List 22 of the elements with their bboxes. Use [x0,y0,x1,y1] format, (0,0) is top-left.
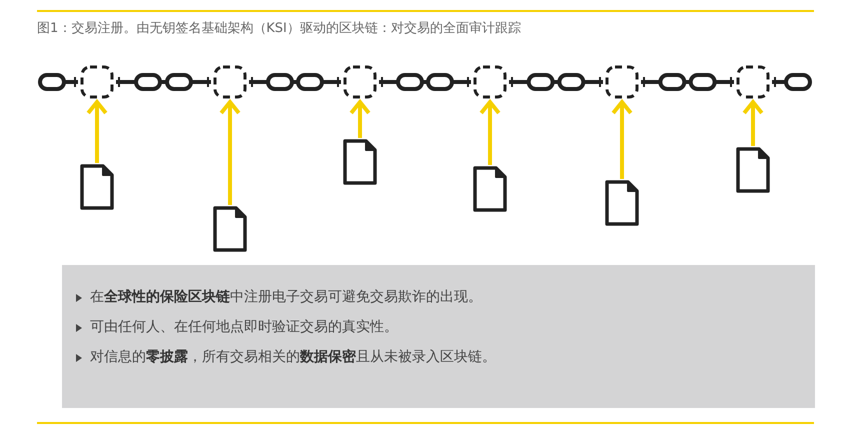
dashed-link [736,65,770,99]
arrow [349,100,371,138]
arrow [611,100,633,179]
arrow [86,100,108,163]
arrow [219,100,241,205]
document-icon [342,138,378,186]
document-icon [735,146,771,194]
bullet-text: 可由任何人、在任何地点即时验证交易的真实性。 [90,318,398,336]
dashed-link [80,65,114,99]
document-icon [604,179,640,227]
dashed-link [213,65,247,99]
document-icon [212,205,248,253]
document-icon [472,165,508,213]
dashed-link [343,65,377,99]
bullet-text: 对信息的零披露，所有交易相关的数据保密且从未被录入区块链。 [90,348,496,366]
arrow [479,100,501,165]
bullet-text: 在全球性的保险区块链中注册电子交易可避免交易欺诈的出现。 [90,288,482,306]
dashed-link [473,65,507,99]
dashed-link [605,65,639,99]
figure-title: 图1：交易注册。由无钥签名基础架构（KSI）驱动的区块链：对交易的全面审计跟踪 [37,20,521,37]
arrow [742,100,764,146]
document-icon [79,163,115,211]
